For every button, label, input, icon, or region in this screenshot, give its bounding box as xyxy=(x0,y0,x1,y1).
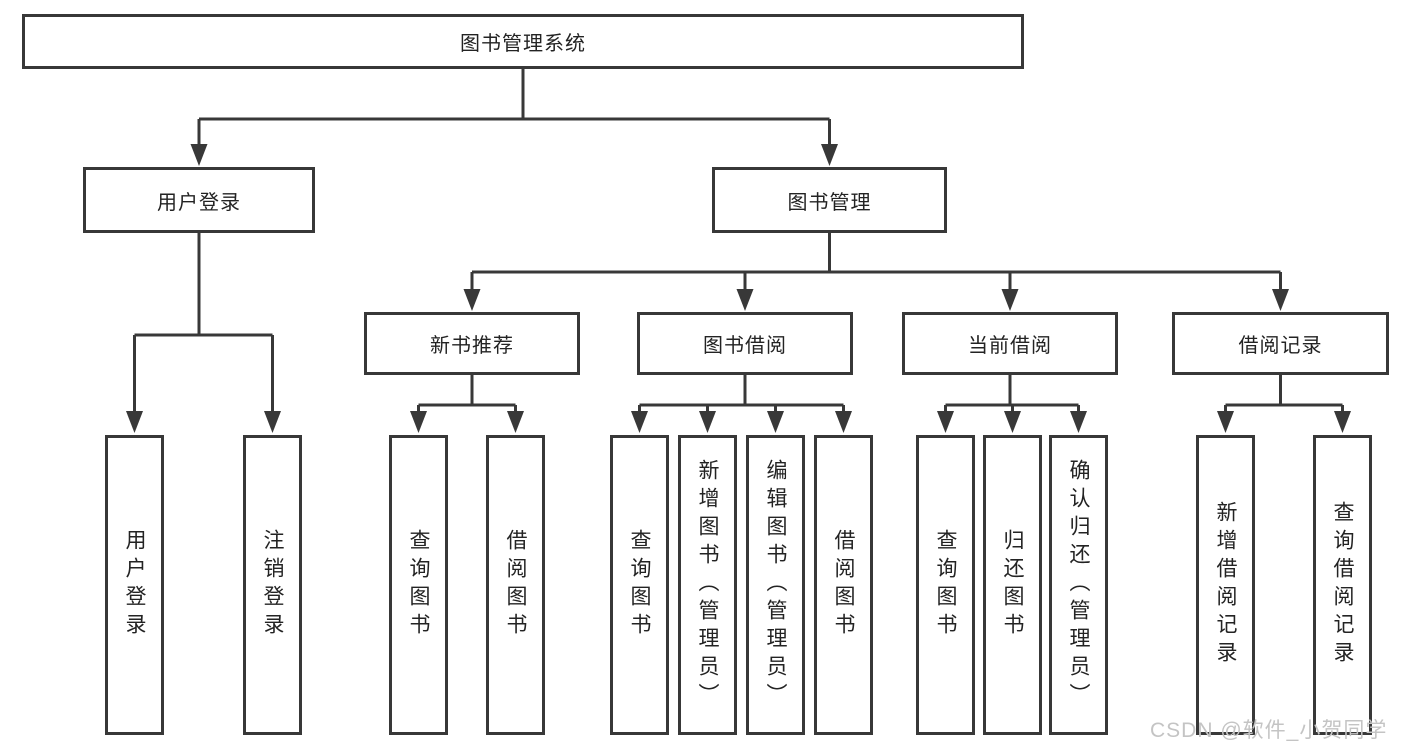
leaf-query-books-recommend: 查询图书 xyxy=(389,435,448,735)
leaf-confirm-return-admin: 确认归还（管理员） xyxy=(1049,435,1108,735)
leaf-query-books-recommend-label: 查询图书 xyxy=(407,529,430,641)
leaf-query-books-borrow: 查询图书 xyxy=(610,435,669,735)
leaf-add-borrow-record: 新增借阅记录 xyxy=(1196,435,1255,735)
node-user-login-label: 用户登录 xyxy=(157,191,241,214)
arrow-head xyxy=(1004,411,1021,433)
leaf-query-borrow-record-label: 查询借阅记录 xyxy=(1331,501,1354,669)
node-book-borrow-label: 图书借阅 xyxy=(703,335,787,357)
arrow-head xyxy=(507,411,524,433)
arrow-head xyxy=(190,144,208,166)
arrow-head xyxy=(699,411,716,433)
arrow-head xyxy=(1272,289,1289,311)
leaf-logout-label: 注销登录 xyxy=(261,529,284,641)
node-new-book-recommend-label: 新书推荐 xyxy=(430,335,514,357)
connector-line xyxy=(1224,375,1344,413)
leaf-borrow-books-recommend: 借阅图书 xyxy=(486,435,545,735)
leaf-return-books: 归还图书 xyxy=(983,435,1042,735)
leaf-add-book-admin: 新增图书（管理员） xyxy=(678,435,737,735)
node-root-label: 图书管理系统 xyxy=(460,33,586,55)
arrow-head xyxy=(264,411,281,433)
arrow-head xyxy=(736,289,754,311)
leaf-query-books-borrow-label: 查询图书 xyxy=(628,529,651,641)
leaf-add-borrow-record-label: 新增借阅记录 xyxy=(1214,501,1237,669)
node-book-borrow: 图书借阅 xyxy=(637,312,853,375)
node-current-borrow-label: 当前借阅 xyxy=(968,335,1052,357)
connector-line xyxy=(417,375,517,413)
leaf-confirm-return-admin-label: 确认归还（管理员） xyxy=(1067,459,1090,711)
leaf-return-books-label: 归还图书 xyxy=(1001,529,1024,641)
leaf-add-book-admin-label: 新增图书（管理员） xyxy=(696,459,719,711)
leaf-edit-book-admin-label: 编辑图书（管理员） xyxy=(764,459,787,711)
leaf-user-login-label: 用户登录 xyxy=(123,529,146,641)
arrow-head xyxy=(631,411,648,433)
leaf-borrow-books-recommend-label: 借阅图书 xyxy=(504,529,527,641)
node-borrow-records: 借阅记录 xyxy=(1172,312,1389,375)
connector-line xyxy=(944,375,1080,413)
arrow-head xyxy=(1070,411,1087,433)
leaf-edit-book-admin: 编辑图书（管理员） xyxy=(746,435,805,735)
arrow-head xyxy=(821,144,838,166)
arrow-head xyxy=(937,411,954,433)
arrow-head xyxy=(1217,411,1234,433)
node-book-management: 图书管理 xyxy=(712,167,947,233)
leaf-query-borrow-record: 查询借阅记录 xyxy=(1313,435,1372,735)
leaf-query-books-current: 查询图书 xyxy=(916,435,975,735)
arrow-head xyxy=(1334,411,1351,433)
leaf-borrow-books: 借阅图书 xyxy=(814,435,873,735)
leaf-query-books-current-label: 查询图书 xyxy=(934,529,957,641)
connector-line xyxy=(470,233,1282,291)
leaf-borrow-books-label: 借阅图书 xyxy=(832,529,855,641)
arrow-head xyxy=(126,411,143,433)
connector-line xyxy=(133,233,274,413)
node-current-borrow: 当前借阅 xyxy=(902,312,1118,375)
node-book-management-label: 图书管理 xyxy=(787,191,872,214)
node-root: 图书管理系统 xyxy=(22,14,1024,69)
arrow-head xyxy=(410,411,427,433)
arrow-head xyxy=(1001,289,1019,311)
node-user-login: 用户登录 xyxy=(83,167,315,233)
arrow-head xyxy=(463,289,481,311)
csdn-watermark: CSDN @软件_小贺同学 xyxy=(1150,719,1388,742)
connector-line xyxy=(638,375,845,413)
node-borrow-records-label: 借阅记录 xyxy=(1238,335,1323,357)
arrow-head xyxy=(835,411,852,433)
leaf-logout: 注销登录 xyxy=(243,435,302,735)
node-new-book-recommend: 新书推荐 xyxy=(364,312,580,375)
arrow-head xyxy=(767,411,784,433)
connector-line xyxy=(197,69,831,146)
leaf-user-login: 用户登录 xyxy=(105,435,164,735)
